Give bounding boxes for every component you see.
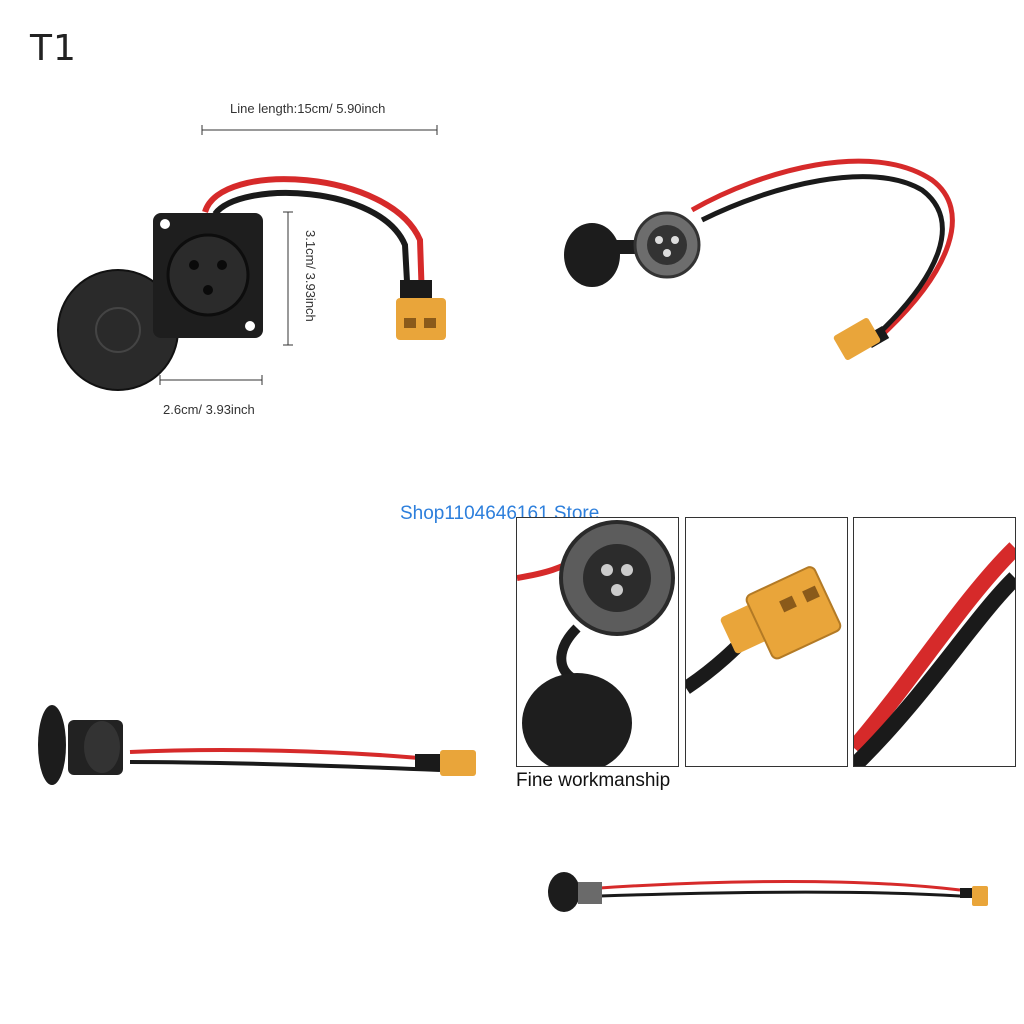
dust-cap-icon [564,223,620,287]
red-wire [202,176,425,301]
product-photo-full-length [540,860,1000,920]
product-photo-side [20,690,490,800]
dust-cap-icon [522,673,632,766]
xt-connector-icon [833,317,881,361]
black-wire [212,190,411,301]
product-photo-angle [512,100,1012,400]
dust-cap-icon [548,872,580,912]
dust-cap-icon [38,705,66,785]
width-label: 2.6cm/ 3.93inch [163,402,255,417]
detail-panel-socket [516,517,679,767]
xt-connector-icon [396,298,446,340]
caption: Fine workmanship [516,770,671,791]
line-length-label: Line length:15cm/ 5.90inch [230,101,386,116]
dimension-diagram-svg [57,125,446,391]
aviation-socket-icon [578,882,602,904]
variant-label: T1 [30,28,77,69]
xt-connector-icon [440,750,476,776]
detail-panel-connector [685,517,848,767]
detail-panel-wire [853,517,1016,767]
xt-connector-icon [972,886,988,906]
product-photo-dimensions [0,0,512,460]
height-label: 3.1cm/ 3.93inch [303,230,318,322]
xt-connector-icon [745,566,842,660]
